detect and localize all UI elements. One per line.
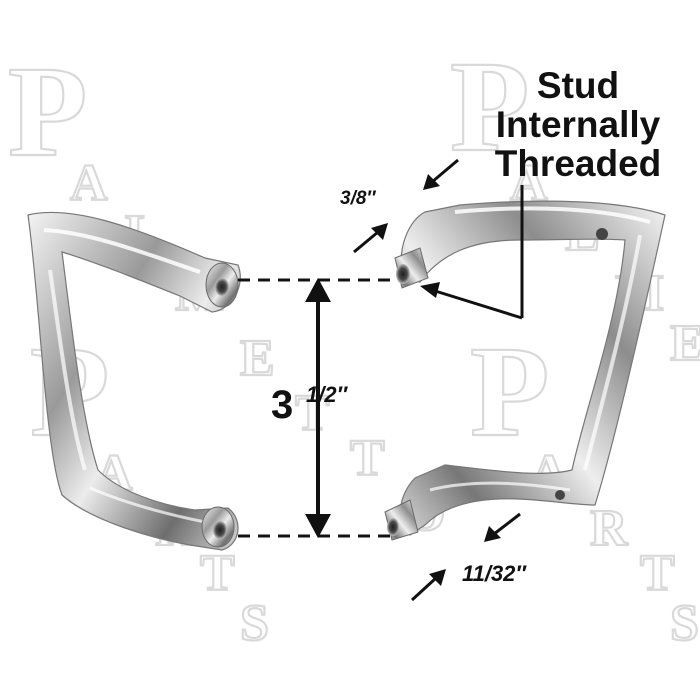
svg-text:S: S — [240, 595, 269, 652]
svg-text:T: T — [640, 545, 675, 602]
svg-text:P: P — [450, 35, 529, 179]
svg-text:E: E — [670, 315, 700, 372]
svg-text:S: S — [670, 595, 699, 652]
svg-text:T: T — [350, 430, 385, 487]
svg-text:A: A — [70, 155, 108, 212]
base-diameter-label: 11/32″ — [462, 561, 527, 586]
callout-leader-lines — [420, 185, 524, 320]
left-handle — [27, 211, 241, 551]
height-whole-label: 3 — [271, 383, 293, 427]
svg-text:R: R — [590, 500, 629, 557]
right-handle — [384, 200, 666, 541]
height-dimension — [238, 278, 395, 538]
base-diameter-arrows — [410, 512, 521, 602]
stud-diameter-arrows — [353, 158, 459, 254]
svg-text:P: P — [470, 320, 549, 464]
svg-text:P: P — [8, 40, 87, 184]
svg-text:E: E — [240, 330, 275, 387]
callout-title-line1: Stud — [537, 65, 619, 106]
svg-text:T: T — [200, 545, 235, 602]
callout-title-line3: Threaded — [495, 143, 662, 184]
callout-title-line2: Internally — [496, 104, 661, 145]
height-fraction-label: 1/2″ — [306, 382, 349, 407]
stud-diameter-label: 3/8″ — [340, 188, 376, 209]
svg-text:T: T — [295, 385, 330, 442]
